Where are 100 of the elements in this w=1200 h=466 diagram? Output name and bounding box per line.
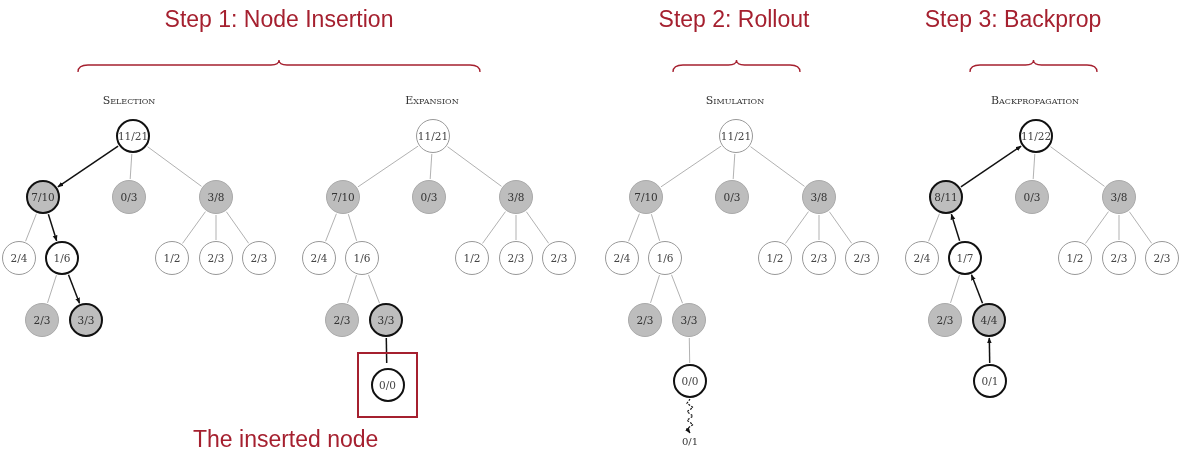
- tree-node: 2/3: [542, 241, 576, 275]
- tree-node: 11/22: [1019, 119, 1053, 153]
- connector: [732, 153, 736, 180]
- phase-title: Backpropagation: [990, 94, 1080, 107]
- arrow: [57, 145, 119, 188]
- tree-node: 0/3: [1015, 180, 1049, 214]
- step-heading: Step 2: Rollout: [658, 6, 810, 33]
- connector: [525, 211, 550, 244]
- arrow: [47, 213, 58, 242]
- tree-node: 2/3: [802, 241, 836, 275]
- tree-node: 2/4: [905, 241, 939, 275]
- phase-title: Expansion: [405, 94, 459, 107]
- connector: [368, 274, 380, 304]
- tree-node: 2/3: [845, 241, 879, 275]
- tree-node: 11/21: [719, 119, 753, 153]
- tree-node: 2/3: [1145, 241, 1179, 275]
- tree-node: 2/3: [242, 241, 276, 275]
- tree-node: 7/10: [26, 180, 60, 214]
- tree-node: 1/2: [155, 241, 189, 275]
- tree-node: 0/0: [370, 368, 405, 402]
- arrow: [684, 398, 695, 434]
- connector: [47, 274, 57, 304]
- highlight-frame: [357, 352, 418, 418]
- connector: [347, 274, 357, 304]
- step-heading: Step 1: Node Insertion: [164, 6, 394, 33]
- tree-node: 2/3: [325, 303, 359, 337]
- tree-node: 0/1: [973, 364, 1007, 398]
- connector: [785, 211, 809, 244]
- tree-node: 2/3: [628, 303, 662, 337]
- connector: [429, 153, 433, 180]
- connector: [325, 213, 337, 242]
- step-heading: Step 3: Backprop: [924, 6, 1102, 33]
- connector: [828, 211, 853, 244]
- connector: [129, 153, 133, 180]
- connector: [1118, 214, 1120, 241]
- connector: [147, 146, 202, 187]
- tree-node: 1/7: [948, 241, 982, 275]
- tree-node: 11/21: [416, 119, 450, 153]
- connector: [818, 214, 820, 241]
- tree-node: 2/4: [302, 241, 336, 275]
- tree-node: 1/6: [45, 241, 79, 275]
- connector: [357, 145, 419, 188]
- phase-title: Simulation: [705, 94, 765, 107]
- tree-node: 0/3: [412, 180, 446, 214]
- tree-node: 1/2: [758, 241, 792, 275]
- arrow: [987, 337, 992, 364]
- tree-node: 2/3: [1102, 241, 1136, 275]
- tree-node: 3/3: [369, 303, 403, 337]
- tree-node: 2/3: [499, 241, 533, 275]
- tree-node: 11/21: [116, 119, 150, 153]
- tree-node: 0/3: [715, 180, 749, 214]
- node-label: The inserted node: [193, 426, 379, 453]
- arrow: [67, 274, 81, 304]
- connector: [385, 337, 388, 364]
- tree-node: 4/4: [972, 303, 1006, 337]
- connector: [688, 337, 691, 364]
- connector: [950, 274, 960, 304]
- tree-node: 3/8: [802, 180, 836, 214]
- connector: [1128, 211, 1153, 244]
- connector: [928, 213, 940, 242]
- connector: [182, 211, 206, 244]
- tree-node: 2/4: [605, 241, 639, 275]
- tree-node: 2/3: [199, 241, 233, 275]
- connector: [515, 214, 517, 241]
- phase-title: Selection: [102, 94, 156, 107]
- tree-node: 0/3: [112, 180, 146, 214]
- connector: [215, 214, 217, 241]
- tree-node: 3/8: [499, 180, 533, 214]
- tree-node: 1/6: [345, 241, 379, 275]
- connector: [1050, 146, 1105, 187]
- tree-node: 3/8: [199, 180, 233, 214]
- connector: [225, 211, 250, 244]
- tree-node: 2/3: [928, 303, 962, 337]
- connector: [482, 211, 506, 244]
- tree-node: 7/10: [629, 180, 663, 214]
- tree-node: 8/11: [929, 180, 963, 214]
- connector: [650, 274, 660, 304]
- result-label: 0/1: [678, 434, 702, 448]
- tree-node: 1/6: [648, 241, 682, 275]
- connector: [671, 274, 683, 304]
- tree-node: 7/10: [326, 180, 360, 214]
- connector: [1085, 211, 1109, 244]
- tree-node: 0/0: [673, 364, 707, 398]
- arrow: [960, 145, 1022, 188]
- tree-node: 1/2: [1058, 241, 1092, 275]
- tree-node: 3/3: [69, 303, 103, 337]
- tree-node: 3/3: [672, 303, 706, 337]
- connector: [347, 213, 358, 242]
- tree-node: 2/4: [2, 241, 36, 275]
- connector: [447, 146, 502, 187]
- connector: [628, 213, 640, 242]
- arrow: [970, 274, 984, 304]
- connector: [750, 146, 805, 187]
- tree-node: 2/3: [25, 303, 59, 337]
- tree-node: 3/8: [1102, 180, 1136, 214]
- arrow: [950, 213, 961, 242]
- connector: [1032, 153, 1036, 180]
- connector: [650, 213, 661, 242]
- connector: [25, 213, 37, 242]
- connector: [660, 145, 722, 188]
